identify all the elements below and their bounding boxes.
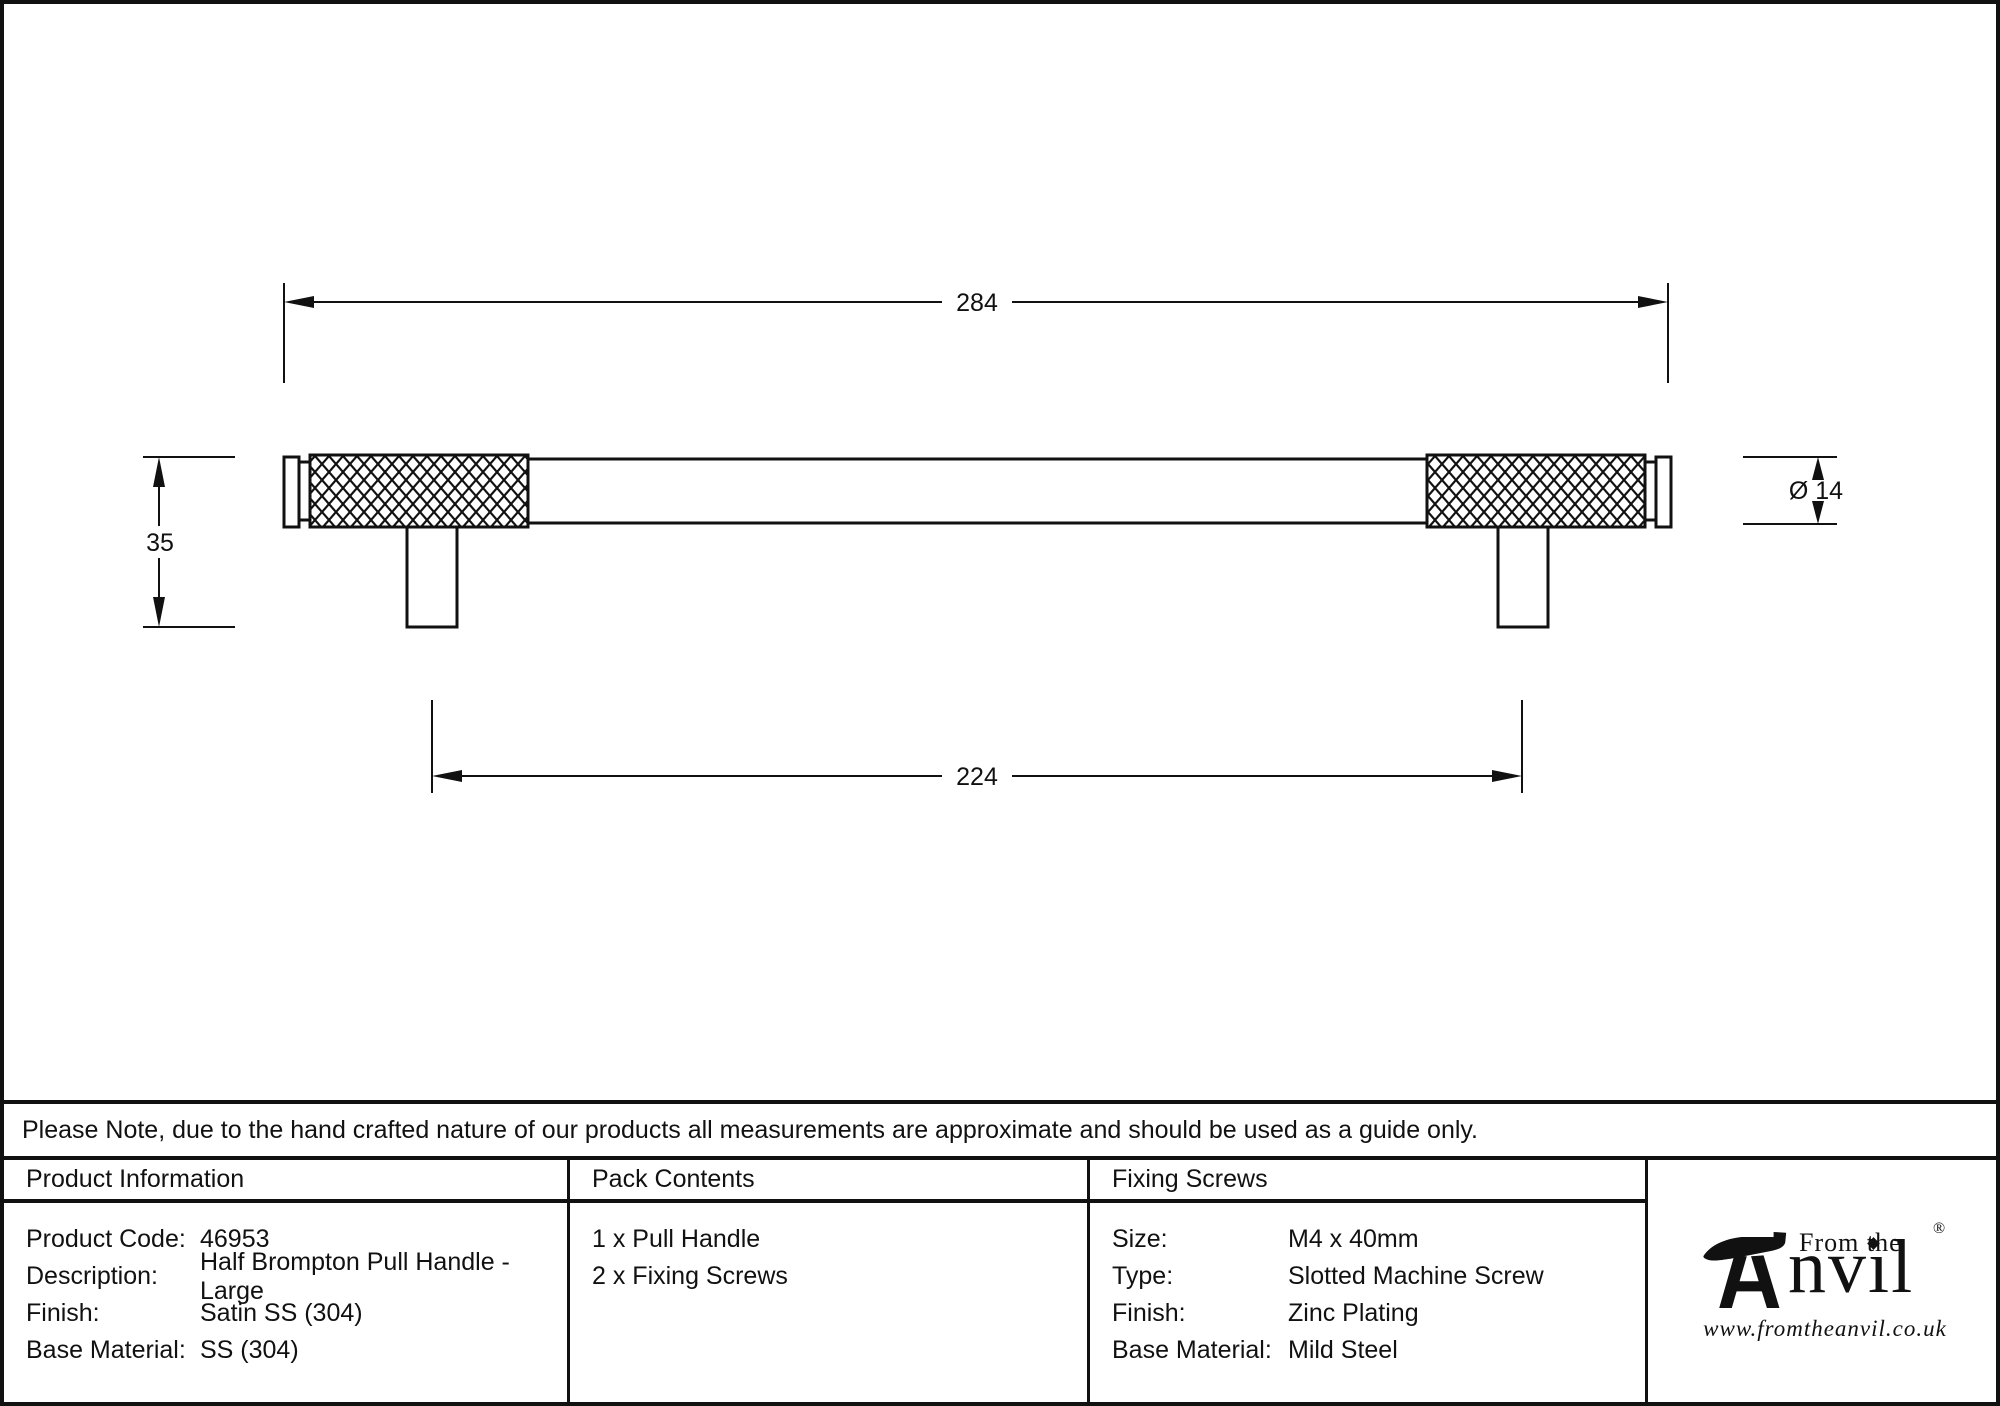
field-label: Product Code: bbox=[26, 1225, 186, 1253]
table-row: Description: Half Brompton Pull Handle -… bbox=[26, 1248, 567, 1305]
field-value: Half Brompton Pull Handle - Large bbox=[200, 1247, 510, 1305]
knurled-grip-right bbox=[1425, 453, 1647, 529]
logo-letter-l: l bbox=[1891, 1225, 1915, 1309]
field-label: Type: bbox=[1112, 1262, 1174, 1290]
table-row: Base Material: Mild Steel bbox=[1112, 1332, 1645, 1369]
table-row: Finish: Satin SS (304) bbox=[26, 1295, 567, 1332]
product-information-header: Product Information bbox=[4, 1160, 567, 1203]
handle-bar bbox=[282, 453, 1673, 529]
field-value: Zinc Plating bbox=[1288, 1299, 1419, 1327]
field-label: Finish: bbox=[26, 1299, 100, 1327]
dim-label-overall-length: 284 bbox=[956, 289, 998, 317]
product-information-column: Product Information Product Code: 46953 … bbox=[4, 1160, 570, 1402]
table-row: Product Code: 46953 bbox=[26, 1221, 567, 1258]
anvil-icon bbox=[1703, 1231, 1787, 1309]
field-label: Finish: bbox=[1112, 1299, 1186, 1327]
table-row: Base Material: SS (304) bbox=[26, 1332, 567, 1369]
field-label: Description: bbox=[26, 1262, 158, 1290]
dimension-overall-length bbox=[283, 283, 1669, 383]
field-value: 46953 bbox=[200, 1225, 270, 1253]
list-item: 1 x Pull Handle bbox=[592, 1225, 761, 1253]
registered-trademark-icon: ® bbox=[1933, 1220, 1946, 1237]
measurement-note-text: Please Note, due to the hand crafted nat… bbox=[22, 1115, 1479, 1144]
product-information-body: Product Code: 46953 Description: Half Br… bbox=[4, 1203, 567, 1369]
logo-from-the-text: From the bbox=[1799, 1228, 1902, 1257]
fixing-screws-body: Size: M4 x 40mm Type: Slotted Machine Sc… bbox=[1090, 1203, 1645, 1369]
fixing-screws-header: Fixing Screws bbox=[1090, 1160, 1645, 1203]
fixing-posts bbox=[405, 525, 1550, 629]
table-row: Finish: Zinc Plating bbox=[1112, 1295, 1645, 1332]
field-label: Base Material: bbox=[1112, 1336, 1272, 1364]
field-label: Base Material: bbox=[26, 1336, 186, 1364]
dim-label-fixing-centres: 224 bbox=[956, 763, 998, 791]
list-item: 2 x Fixing Screws bbox=[592, 1262, 788, 1290]
pack-contents-column: Pack Contents 1 x Pull Handle 2 x Fixing… bbox=[570, 1160, 1090, 1402]
logo-letter-i: ı bbox=[1867, 1228, 1891, 1306]
field-value: Satin SS (304) bbox=[200, 1299, 363, 1327]
table-row: Type: Slotted Machine Screw bbox=[1112, 1258, 1645, 1295]
field-label: Size: bbox=[1112, 1225, 1168, 1253]
dim-label-projection: 35 bbox=[146, 529, 174, 557]
knurled-grip-left bbox=[308, 453, 530, 529]
field-value: Mild Steel bbox=[1288, 1336, 1398, 1364]
dimension-projection bbox=[143, 456, 235, 628]
dimension-fixing-centres bbox=[431, 700, 1523, 793]
field-value: Slotted Machine Screw bbox=[1288, 1262, 1544, 1290]
field-value: M4 x 40mm bbox=[1288, 1225, 1419, 1253]
pull-handle-technical-drawing: 284 224 35 Ø 14 bbox=[143, 283, 1843, 793]
table-row: Size: M4 x 40mm bbox=[1112, 1221, 1645, 1258]
logo-letters-nv: nv bbox=[1788, 1225, 1868, 1309]
pack-contents-body: 1 x Pull Handle 2 x Fixing Screws bbox=[570, 1203, 1087, 1295]
measurement-note-band: Please Note, due to the hand crafted nat… bbox=[0, 1100, 2000, 1160]
spec-table: Product Information Product Code: 46953 … bbox=[4, 1160, 1996, 1402]
field-value: SS (304) bbox=[200, 1336, 299, 1364]
dim-label-diameter: Ø 14 bbox=[1789, 477, 1843, 505]
logo-website-url: www.fromtheanvil.co.uk bbox=[1703, 1316, 1947, 1341]
fixing-screws-column: Fixing Screws Size: M4 x 40mm Type: Slot… bbox=[1090, 1160, 1648, 1402]
dimension-diameter bbox=[1743, 456, 1837, 525]
pack-contents-header: Pack Contents bbox=[570, 1160, 1087, 1203]
